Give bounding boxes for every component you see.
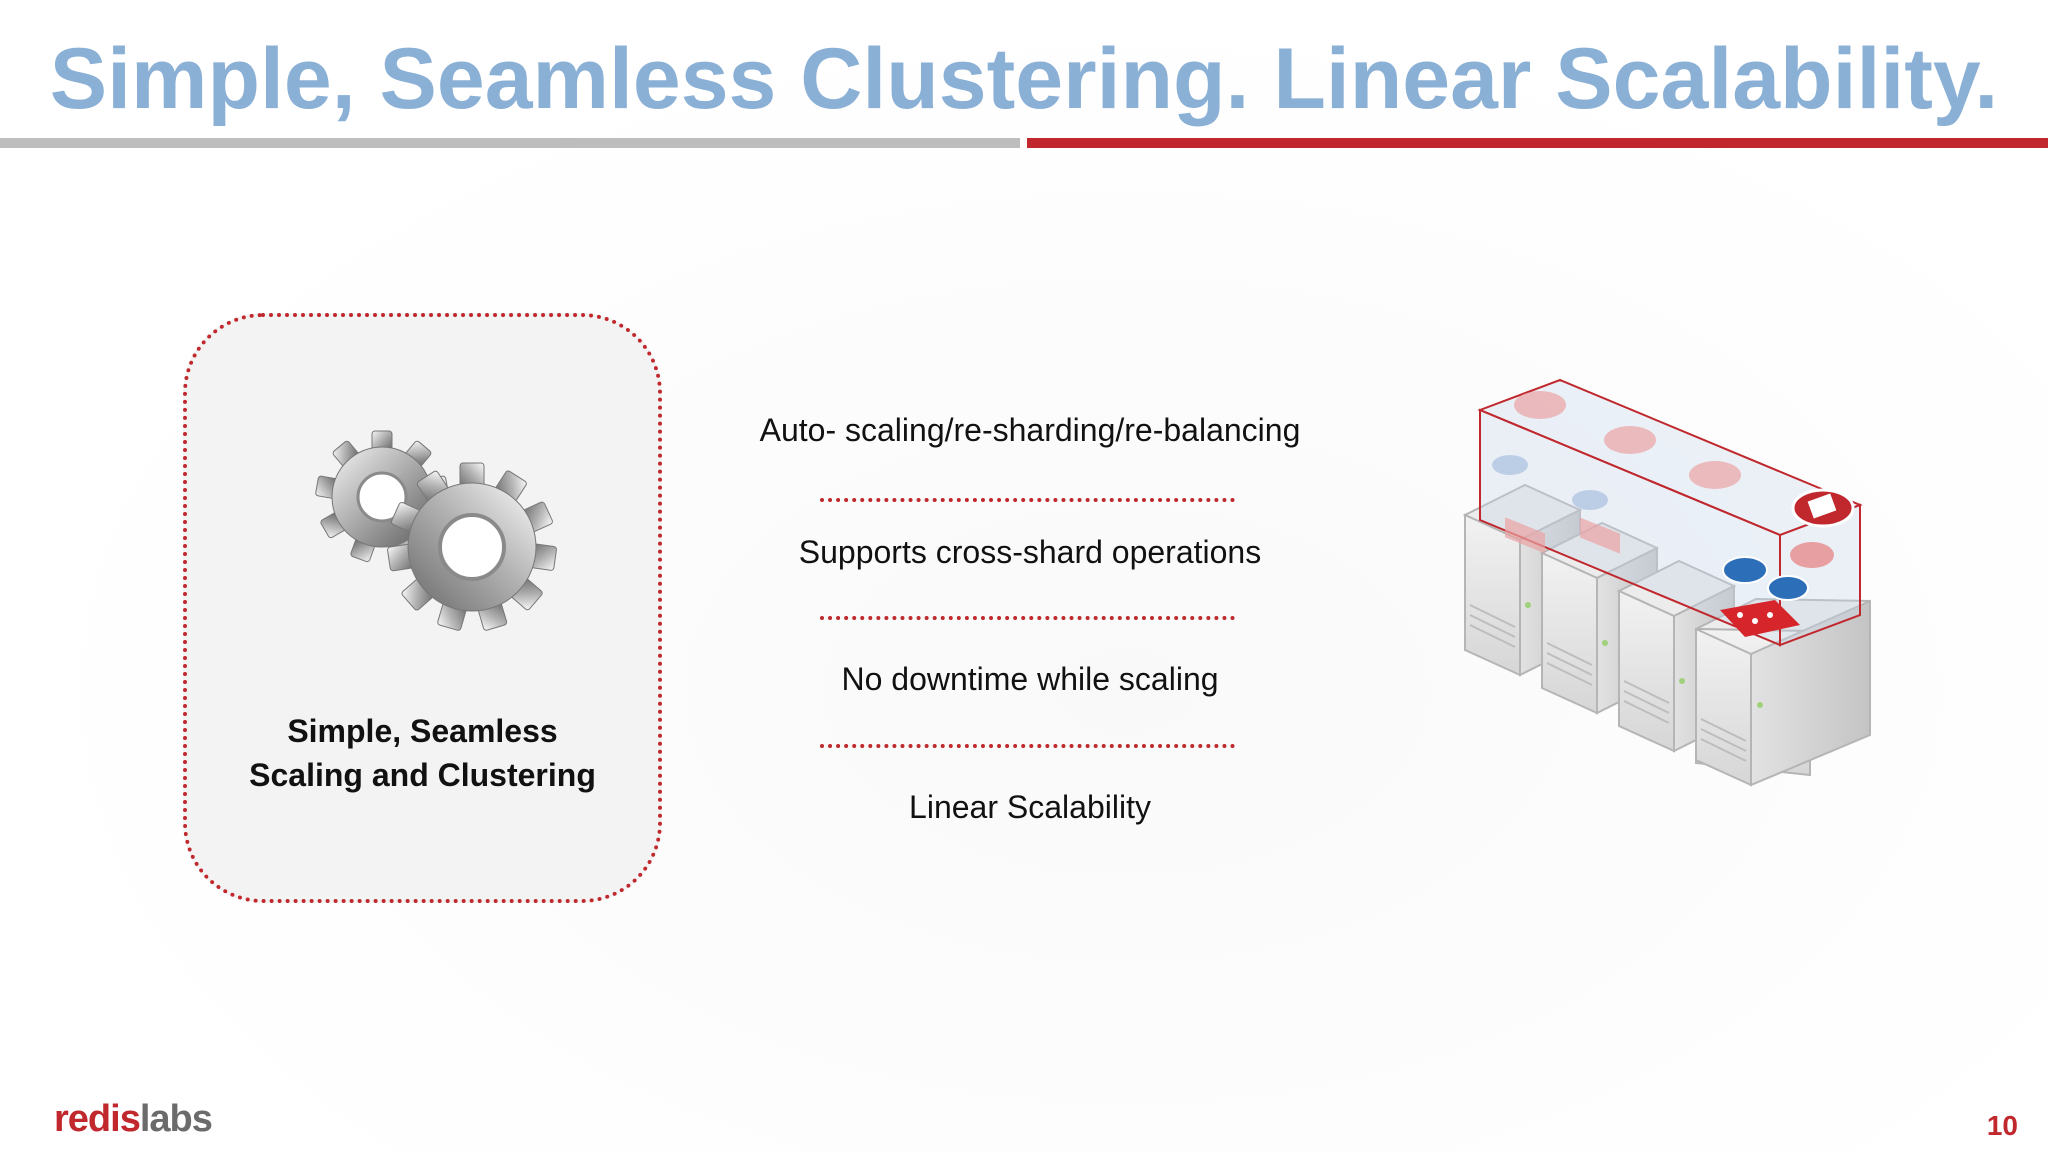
feature-card: Simple, Seamless Scaling and Clustering — [183, 313, 662, 903]
server-cluster-icon — [1462, 378, 1871, 787]
feature-item: Supports cross-shard operations — [798, 534, 1262, 570]
dotted-divider — [820, 498, 1235, 502]
logo-part-labs: labs — [139, 1098, 213, 1140]
feature-item: Linear Scalability — [909, 789, 1151, 825]
feature-item: No downtime while scaling — [841, 661, 1219, 697]
card-caption-line1: Simple, Seamless — [287, 713, 558, 749]
page-number: 10 — [1986, 1110, 2018, 1141]
redislabs-logo: redislabs — [54, 1098, 213, 1141]
card-caption: Simple, Seamless Scaling and Clustering — [187, 709, 658, 797]
title-rule-gray — [0, 138, 1020, 148]
dotted-divider — [820, 616, 1235, 620]
card-caption-line2: Scaling and Clustering — [249, 757, 596, 793]
logo-part-redis: redis — [54, 1098, 141, 1140]
title-rule-red — [1027, 138, 2048, 148]
dotted-divider — [820, 744, 1235, 748]
gears-icon — [315, 430, 557, 631]
slide-title: Simple, Seamless Clustering. Linear Scal… — [49, 31, 1999, 127]
feature-item: Auto- scaling/re-sharding/re-balancing — [759, 412, 1301, 448]
